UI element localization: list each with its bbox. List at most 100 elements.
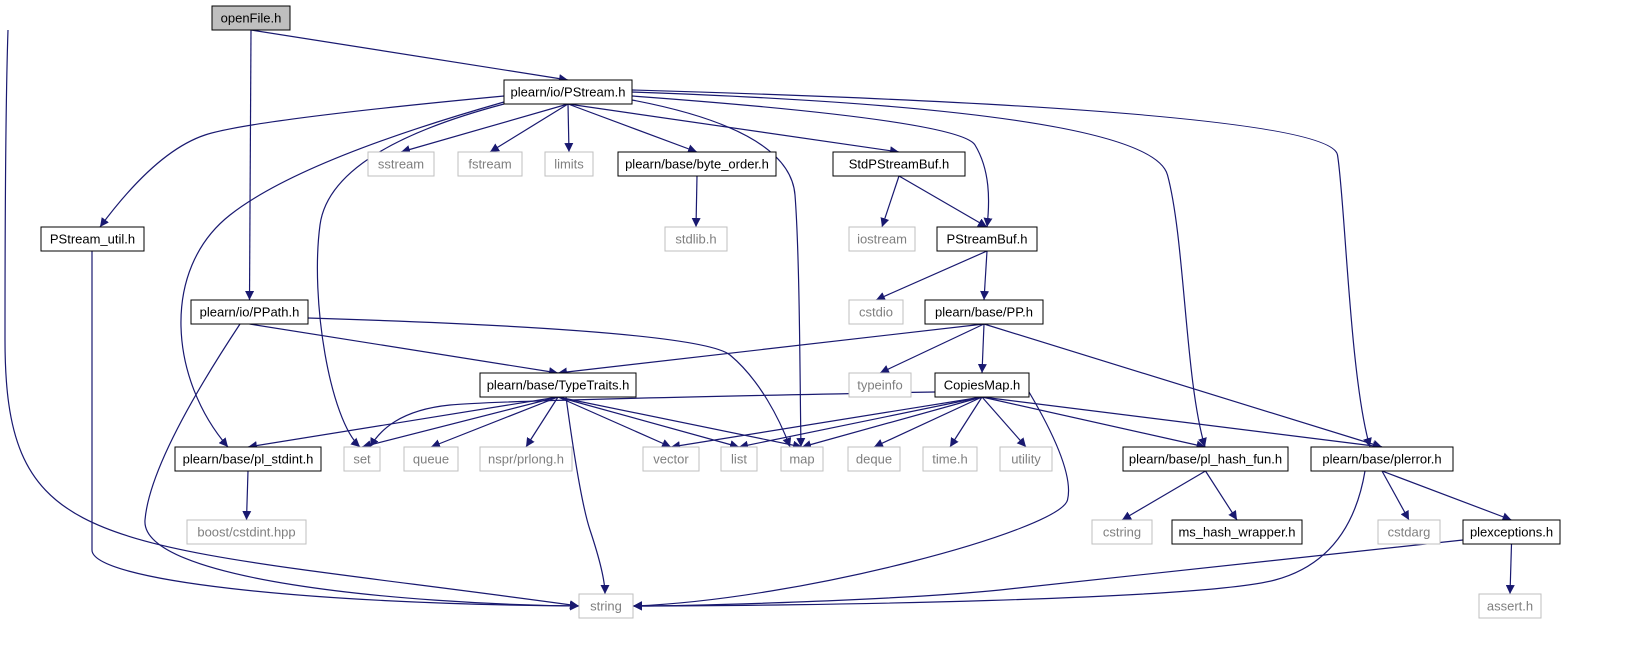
node-box-set: [343, 446, 381, 472]
node-label-string: string: [590, 599, 622, 614]
edge-PStream-to-pl_stdint: [180, 101, 505, 448]
node-label-pl_stdint: plearn/base/pl_stdint.h: [183, 452, 314, 467]
node-label-cstdint: boost/cstdint.hpp: [197, 525, 295, 540]
node-box-assert: [1478, 593, 1542, 619]
node-label-PPath: plearn/io/PPath.h: [200, 305, 300, 320]
edge-CopiesMap-to-time: [949, 396, 983, 448]
edges-layer: [4, 29, 1515, 611]
node-box-ms_hash_wrapper: [1171, 519, 1303, 545]
node-PStream_util[interactable]: PStream_util.h: [40, 226, 145, 252]
edge-CopiesMap-to-utility: [981, 396, 1027, 448]
node-cstdarg: cstdarg: [1377, 519, 1441, 545]
node-label-sstream: sstream: [378, 157, 424, 172]
node-label-queue: queue: [413, 452, 449, 467]
edge-TypeTraits-to-vector: [557, 396, 672, 448]
node-TypeTraits[interactable]: plearn/base/TypeTraits.h: [479, 372, 637, 398]
node-box-pl_hash_fun: [1122, 446, 1289, 472]
node-label-PStreamBuf: PStreamBuf.h: [947, 232, 1028, 247]
node-label-time: time.h: [932, 452, 967, 467]
node-label-StdPStreamBuf: StdPStreamBuf.h: [849, 157, 949, 172]
edge-PStream-to-set: [316, 103, 505, 448]
node-box-fstream: [457, 151, 523, 177]
node-box-limits: [544, 151, 594, 177]
node-label-byte_order: plearn/base/byte_order.h: [625, 157, 769, 172]
edge-plerror-to-plexceptions: [1381, 470, 1512, 522]
node-PStreamBuf[interactable]: PStreamBuf.h: [936, 226, 1038, 252]
node-box-StdPStreamBuf: [832, 151, 966, 177]
node-plerror[interactable]: plearn/base/plerror.h: [1310, 446, 1454, 472]
node-queue: queue: [403, 446, 459, 472]
edge-CopiesMap-to-list: [738, 396, 983, 450]
node-label-openFile: openFile.h: [221, 11, 282, 26]
node-label-pl_hash_fun: plearn/base/pl_hash_fun.h: [1129, 452, 1282, 467]
edge-TypeTraits-to-list: [557, 396, 740, 449]
edge-CopiesMap-to-plerror: [981, 396, 1383, 451]
node-byte_order[interactable]: plearn/base/byte_order.h: [617, 151, 777, 177]
node-label-TypeTraits: plearn/base/TypeTraits.h: [487, 378, 630, 393]
node-label-utility: utility: [1011, 452, 1041, 467]
edge-CopiesMap-to-pl_hash_fun: [981, 396, 1206, 450]
edge-PStream-to-pl_hash_fun: [631, 91, 1207, 448]
edge-PStreamBuf-to-PP: [980, 250, 990, 301]
edge-PP-to-TypeTraits: [557, 323, 985, 377]
edge-PP-to-typeinfo: [879, 323, 985, 374]
node-box-deque: [847, 446, 901, 472]
edge-TypeTraits-to-queue: [430, 396, 559, 448]
node-label-prlong: nspr/prlong.h: [488, 452, 564, 467]
edge-CopiesMap-to-set: [369, 391, 936, 448]
node-CopiesMap[interactable]: CopiesMap.h: [934, 372, 1030, 398]
node-box-queue: [403, 446, 459, 472]
node-label-stdlib: stdlib.h: [675, 232, 716, 247]
node-box-stdlib: [664, 226, 728, 252]
node-box-map: [780, 446, 824, 472]
node-box-PStreamBuf: [936, 226, 1038, 252]
node-PStream[interactable]: plearn/io/PStream.h: [503, 79, 633, 105]
node-plexceptions[interactable]: plexceptions.h: [1462, 519, 1561, 545]
edge-TypeTraits-to-string: [565, 396, 610, 595]
node-deque: deque: [847, 446, 901, 472]
edge-pl_hash_fun-to-cstring: [1121, 470, 1206, 521]
node-box-typeinfo: [848, 372, 912, 398]
node-label-map: map: [789, 452, 814, 467]
node-box-cstring: [1091, 519, 1153, 545]
node-box-pl_stdint: [174, 446, 322, 472]
node-box-utility: [999, 446, 1053, 472]
node-PPath[interactable]: plearn/io/PPath.h: [190, 299, 309, 325]
edge-CopiesMap-to-vector: [670, 396, 983, 451]
node-cstdio: cstdio: [848, 299, 904, 325]
node-box-sstream: [367, 151, 435, 177]
node-box-CopiesMap: [934, 372, 1030, 398]
edge-TypeTraits-to-pl_stdint: [247, 396, 559, 451]
node-cstdint: boost/cstdint.hpp: [186, 519, 307, 545]
edge-StdPStreamBuf-to-PStreamBuf: [898, 175, 988, 228]
node-label-vector: vector: [653, 452, 689, 467]
node-map: map: [780, 446, 824, 472]
edge-PStream-to-sstream: [400, 103, 569, 154]
node-box-byte_order: [617, 151, 777, 177]
node-PP[interactable]: plearn/base/PP.h: [924, 299, 1044, 325]
node-openFile[interactable]: openFile.h: [211, 5, 291, 31]
node-time: time.h: [922, 446, 978, 472]
node-label-PStream_util: PStream_util.h: [50, 232, 135, 247]
node-ms_hash_wrapper[interactable]: ms_hash_wrapper.h: [1171, 519, 1303, 545]
edge-PStream_util-to-string: [91, 251, 580, 611]
node-box-TypeTraits: [479, 372, 637, 398]
edge-PStream-to-PStreamBuf: [631, 95, 993, 228]
edge-PPath-to-string: [144, 323, 580, 611]
edge-CopiesMap-to-deque: [873, 396, 983, 448]
node-label-deque: deque: [856, 452, 892, 467]
node-limits: limits: [544, 151, 594, 177]
node-pl_hash_fun[interactable]: plearn/base/pl_hash_fun.h: [1122, 446, 1289, 472]
node-assert: assert.h: [1478, 593, 1542, 619]
node-label-iostream: iostream: [857, 232, 907, 247]
node-box-PPath: [190, 299, 309, 325]
node-pl_stdint[interactable]: plearn/base/pl_stdint.h: [174, 446, 322, 472]
node-box-openFile: [211, 5, 291, 31]
edge-plexceptions-to-assert: [1505, 543, 1515, 595]
node-label-PStream: plearn/io/PStream.h: [511, 85, 626, 100]
node-label-ms_hash_wrapper: ms_hash_wrapper.h: [1178, 525, 1295, 540]
node-label-cstdarg: cstdarg: [1388, 525, 1431, 540]
node-label-cstring: cstring: [1103, 525, 1141, 540]
node-StdPStreamBuf[interactable]: StdPStreamBuf.h: [832, 151, 966, 177]
